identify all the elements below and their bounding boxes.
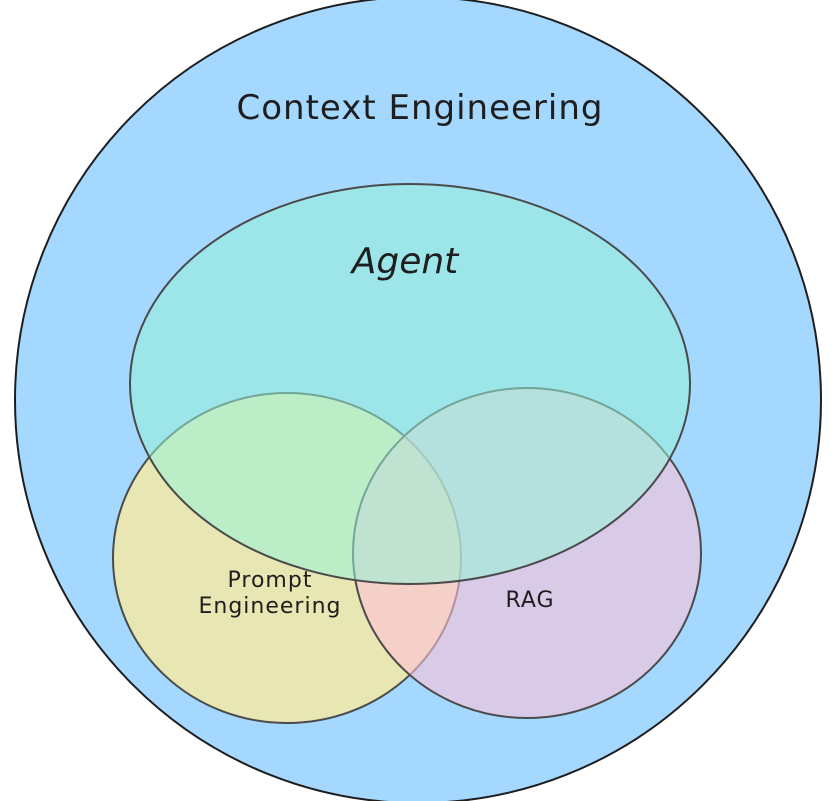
prompt-engineering-label: Prompt Engineering (160, 568, 380, 621)
agent-ellipse (129, 183, 691, 585)
context-engineering-label: Context Engineering (236, 88, 604, 128)
rag-label: RAG (505, 588, 555, 613)
prompt-engineering-label-line1: Prompt (227, 568, 313, 593)
agent-label: Agent (351, 241, 459, 282)
prompt-engineering-label-line2: Engineering (198, 594, 342, 620)
